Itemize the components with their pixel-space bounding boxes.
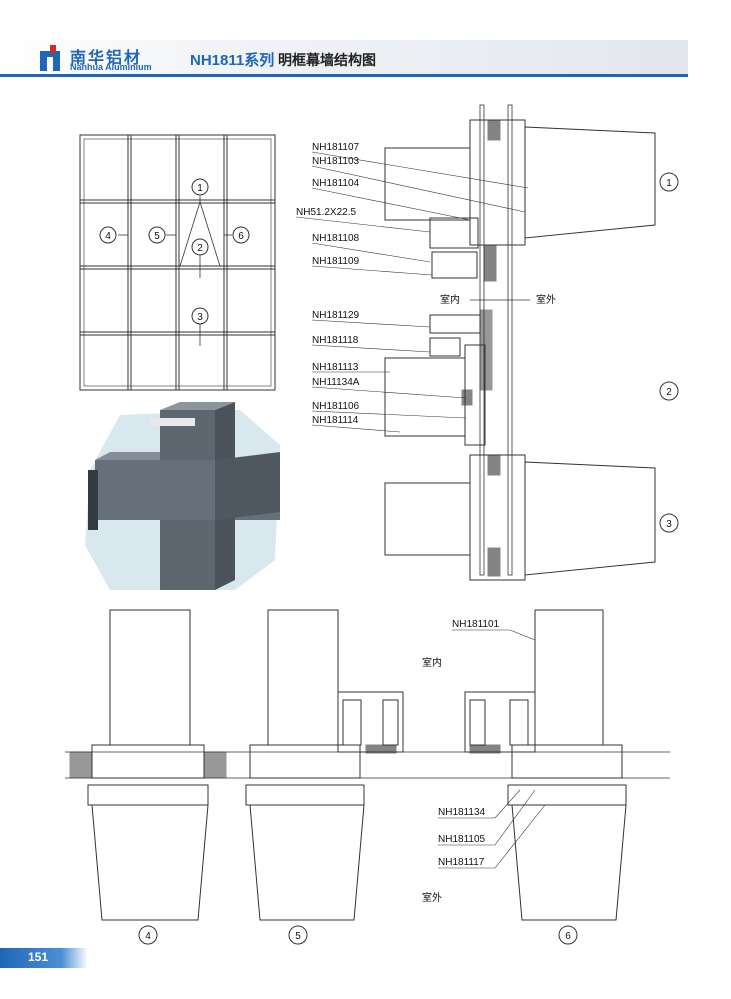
vertical-section-markers [659,172,679,533]
part-label: NH181129 [312,310,360,321]
part-label: NH181113 [312,362,359,373]
horizontal-sections [65,609,670,921]
horizontal-section-labels: NH181101 NH181134 NH181105 NH181117 室内 室… [145,619,571,942]
marker-3: 3 [666,519,672,530]
horizontal-section-markers [138,925,578,945]
marker-5: 5 [154,231,160,242]
marker-6: 6 [565,931,571,942]
part-label: NH181104 [312,178,360,189]
part-label: NH181103 [312,156,360,167]
vertical-section [295,104,656,581]
mullion-3d-render [85,402,280,590]
page-number-tab [0,948,88,968]
part-label: NH181107 [312,142,360,153]
part-label: NH181101 [452,619,500,630]
marker-2: 2 [197,243,203,254]
part-label: NH181106 [312,401,360,412]
page-number: 151 [28,950,49,964]
elevation-markers [99,178,250,325]
part-label: NH181114 [312,415,359,426]
interior-label: 室内 [422,656,442,669]
vertical-section-labels: NH181107 NH181103 NH181104 NH51.2X22.5 N… [296,142,672,530]
series-name: NH1811系列 [190,52,275,69]
marker-6: 6 [238,231,244,242]
marker-2: 2 [666,387,672,398]
marker-1: 1 [666,178,672,189]
elevation-grid [79,134,276,391]
header-bar [0,40,688,77]
part-label: NH181118 [312,335,359,346]
part-label: NH181109 [312,256,360,267]
brand-name-en: Nanhua Aluminium [70,62,152,72]
brand-name-cn: 南华铝材 [70,50,143,67]
marker-1: 1 [197,183,203,194]
brand-logo-icon [40,45,60,71]
page-title: 明框幕墙结构图 [278,52,376,68]
marker-5: 5 [295,931,301,942]
part-label: NH181108 [312,233,360,244]
interior-label: 室内 [440,293,460,306]
part-label: NH181105 [438,834,486,845]
part-label: NH51.2X22.5 [296,207,356,218]
marker-4: 4 [105,231,111,242]
exterior-label: 室外 [536,293,556,306]
marker-3: 3 [197,312,203,323]
exterior-label: 室外 [422,891,442,904]
part-label: NH181117 [438,857,485,868]
part-label: NH11134A [312,377,360,388]
marker-4: 4 [145,931,151,942]
part-label: NH181134 [438,807,486,818]
elevation-marker-labels: 1 2 3 4 5 6 [105,183,244,323]
